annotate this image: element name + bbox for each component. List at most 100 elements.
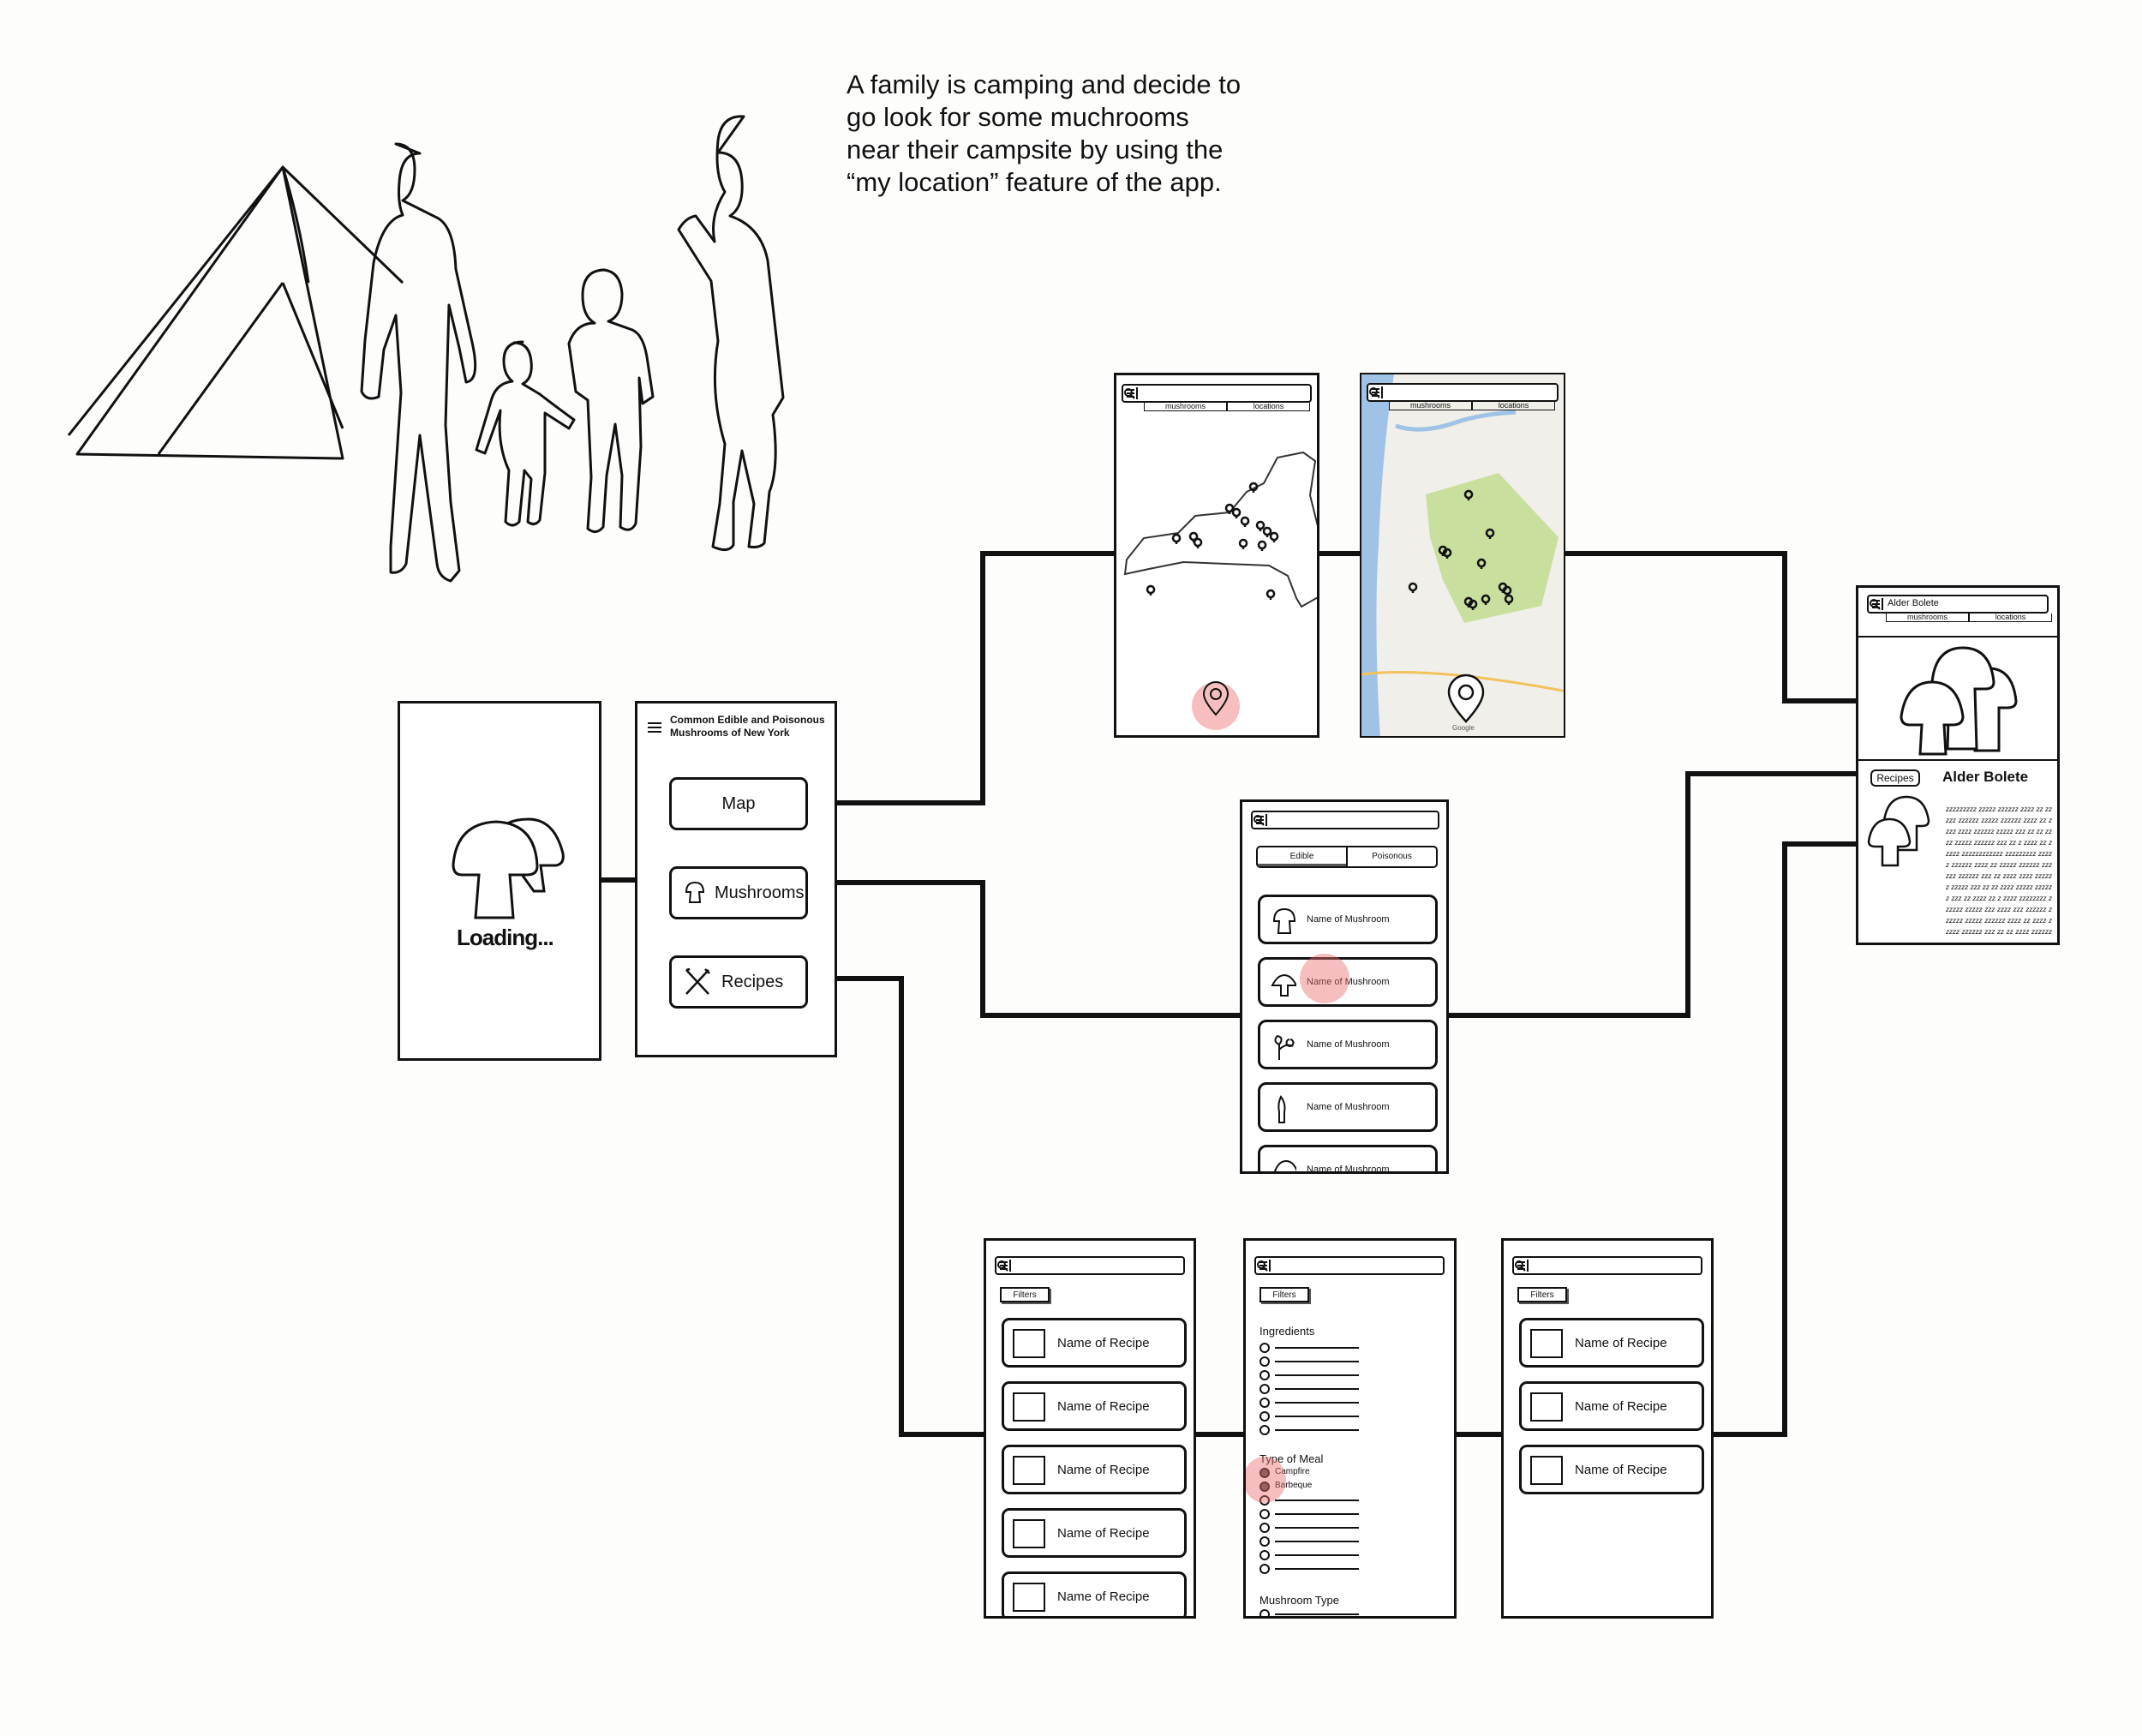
mushroom-list-item[interactable]: Name of Mushroom xyxy=(1258,1020,1438,1069)
mushroom-list-item[interactable]: Name of Mushroom xyxy=(1258,957,1438,1007)
tab-poisonous[interactable]: Poisonous xyxy=(1372,852,1412,861)
mushroom-marker-icon[interactable] xyxy=(1171,533,1182,544)
recipes-pill-button[interactable]: Recipes xyxy=(1870,769,1920,787)
mushroom-marker-icon[interactable] xyxy=(1476,558,1487,569)
state-map-screen: mushrooms locations xyxy=(1114,373,1319,738)
search-icon[interactable] xyxy=(996,1260,1008,1272)
search-bar[interactable] xyxy=(1254,1256,1445,1275)
tab-locations[interactable]: locations xyxy=(1227,403,1310,411)
recipe-list-item[interactable]: Name of Recipe xyxy=(1002,1445,1187,1494)
recipe-list-item[interactable]: Name of Recipe xyxy=(1002,1571,1187,1616)
recipe-list-item[interactable]: Name of Recipe xyxy=(1519,1318,1704,1368)
recipes-list-screen: Filters Name of Recipe Name of Recipe Na… xyxy=(984,1238,1196,1619)
mushroom-marker-icon[interactable] xyxy=(1257,540,1267,551)
mushroom-marker-icon[interactable] xyxy=(1193,537,1203,548)
mushroom-thumbnail-icon xyxy=(1272,907,1296,934)
search-bar[interactable] xyxy=(1251,811,1439,829)
mushroom-location-markers xyxy=(1408,489,1514,610)
mushroom-marker-icon[interactable] xyxy=(1485,528,1495,539)
mushroom-list-item[interactable]: Name of Mushroom xyxy=(1258,895,1438,944)
meal-type-options xyxy=(1259,1468,1359,1616)
option-barbeque[interactable]: Barbeque xyxy=(1275,1481,1313,1490)
mushroom-marker-icon[interactable] xyxy=(1265,589,1276,600)
search-bar[interactable] xyxy=(1512,1256,1702,1275)
mushroom-marker-icon[interactable] xyxy=(1269,531,1279,542)
map-button[interactable]: Map xyxy=(669,777,808,830)
loading-screen: Loading... xyxy=(398,701,601,1061)
mushroom-list-item[interactable]: Name of Mushroom xyxy=(1258,1082,1438,1132)
mushroom-marker-icon[interactable] xyxy=(1248,482,1259,493)
mushroom-marker-icon[interactable] xyxy=(1262,526,1272,537)
mushroom-marker-icon[interactable] xyxy=(1408,582,1418,593)
filters-button[interactable]: Filters xyxy=(1259,1287,1309,1302)
recipe-name: Name of Recipe xyxy=(1575,1463,1667,1477)
app-title: Common Edible and Poisonous Mushrooms of… xyxy=(670,714,825,739)
search-icon[interactable] xyxy=(1253,814,1265,826)
mushroom-marker-icon[interactable] xyxy=(1442,548,1452,559)
search-bar[interactable] xyxy=(995,1256,1185,1275)
mushroom-marker-icon[interactable] xyxy=(1481,594,1491,605)
mushroom-detail-screen: Alder Bolete mushrooms locations Recipes… xyxy=(1856,585,2060,945)
scenario-line: go look for some muchrooms xyxy=(847,102,1189,132)
utensils-icon xyxy=(685,967,710,995)
recipe-name: Name of Recipe xyxy=(1057,1399,1150,1414)
recipe-thumbnail xyxy=(1013,1392,1045,1422)
tent-outline xyxy=(67,165,404,460)
search-icon[interactable] xyxy=(1368,386,1380,398)
mushroom-marker-icon[interactable] xyxy=(1255,520,1265,531)
mushroom-marker-icon[interactable] xyxy=(1224,503,1235,514)
search-bar[interactable] xyxy=(1367,383,1559,402)
my-location-pin-icon[interactable] xyxy=(1116,375,1319,738)
tab-mushrooms[interactable]: mushrooms xyxy=(1886,614,1969,622)
recipe-list-item[interactable]: Name of Recipe xyxy=(1002,1381,1187,1431)
tab-locations[interactable]: locations xyxy=(1969,614,2052,622)
mushroom-thumbnail-icon xyxy=(1271,973,1296,997)
recipe-name: Name of Recipe xyxy=(1575,1399,1667,1414)
mushroom-list-item[interactable]: Name of Mushroom xyxy=(1258,1145,1438,1174)
scenario-line: near their campsite by using the xyxy=(847,135,1224,165)
mushroom-marker-icon[interactable] xyxy=(1502,585,1512,596)
mushroom-marker-icon[interactable] xyxy=(1146,584,1156,596)
search-icon[interactable] xyxy=(1869,598,1881,610)
mushroom-marker-icon[interactable] xyxy=(1438,545,1448,556)
home-screen: Common Edible and Poisonous Mushrooms of… xyxy=(635,701,837,1057)
recipe-list-item[interactable]: Name of Recipe xyxy=(1519,1381,1704,1431)
tab-mushrooms[interactable]: mushrooms xyxy=(1389,402,1472,410)
recipes-button[interactable]: Recipes xyxy=(669,955,808,1009)
search-bar[interactable]: Alder Bolete xyxy=(1867,595,2049,614)
recipe-thumbnail xyxy=(1530,1392,1563,1422)
recipe-thumbnail xyxy=(1013,1519,1045,1548)
scenario-description: A family is camping and decide to go loo… xyxy=(847,69,1292,199)
mushroom-name: Name of Mushroom xyxy=(1307,1164,1390,1174)
tap-indicator xyxy=(1300,954,1349,1003)
current-location-pin-icon xyxy=(1447,673,1485,723)
recipe-name: Name of Recipe xyxy=(1057,1463,1150,1477)
recipe-thumbnail xyxy=(1013,1456,1045,1485)
mushroom-marker-icon[interactable] xyxy=(1463,489,1474,500)
mushroom-marker-icon[interactable] xyxy=(1231,507,1242,518)
recipe-list-item[interactable]: Name of Recipe xyxy=(1519,1445,1704,1494)
recipe-list-item[interactable]: Name of Recipe xyxy=(1002,1508,1187,1558)
tab-locations[interactable]: locations xyxy=(1472,402,1555,410)
filters-button[interactable]: Filters xyxy=(1000,1287,1050,1302)
recipe-list-item[interactable]: Name of Recipe xyxy=(1002,1318,1187,1368)
mushroom-marker-icon[interactable] xyxy=(1504,594,1514,605)
filters-button[interactable]: Filters xyxy=(1517,1287,1567,1302)
recipe-name: Name of Recipe xyxy=(1057,1526,1150,1541)
mushroom-marker-icon[interactable] xyxy=(1240,516,1250,527)
mushroom-type-heading: Mushroom Type xyxy=(1259,1594,1339,1607)
mushroom-marker-icon[interactable] xyxy=(1238,538,1248,549)
search-icon[interactable] xyxy=(1123,387,1135,399)
mushroom-marker-icon[interactable] xyxy=(1498,582,1508,593)
google-attribution: Google xyxy=(1452,724,1475,732)
option-campfire[interactable]: Campfire xyxy=(1275,1467,1310,1476)
mushrooms-button[interactable]: Mushrooms xyxy=(669,866,808,919)
search-icon[interactable] xyxy=(1514,1260,1526,1272)
search-icon[interactable] xyxy=(1256,1260,1268,1272)
menu-icon[interactable] xyxy=(648,722,661,733)
mushroom-marker-icon[interactable] xyxy=(1463,596,1474,608)
tab-mushrooms[interactable]: mushrooms xyxy=(1144,403,1227,411)
tab-edible[interactable]: Edible xyxy=(1258,847,1348,866)
search-bar[interactable] xyxy=(1122,384,1312,403)
hero-divider xyxy=(1858,636,2057,638)
